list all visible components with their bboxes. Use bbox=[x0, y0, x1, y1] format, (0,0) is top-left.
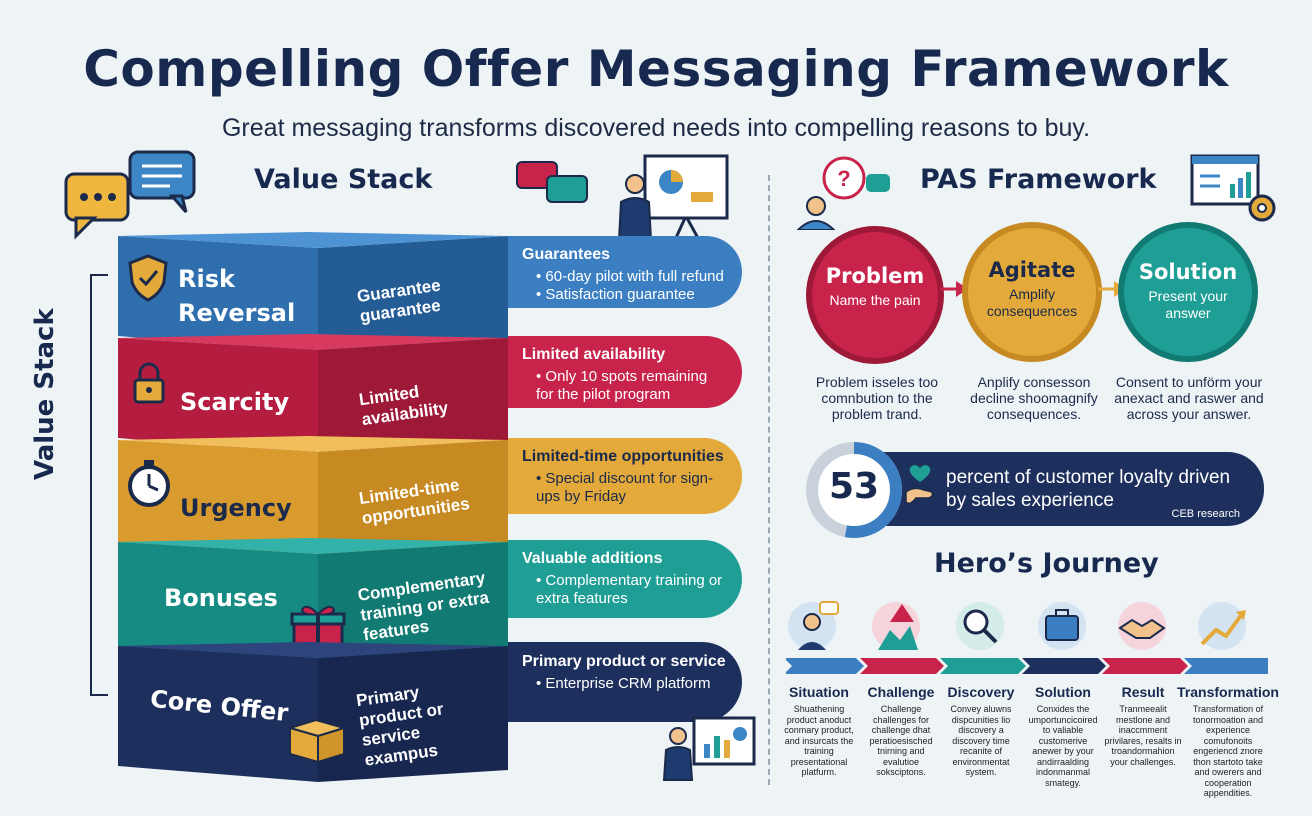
pill-limited-availability: Limited availability Only 10 spots remai… bbox=[508, 336, 742, 408]
box-icon bbox=[286, 718, 348, 764]
pas-solution-circle: Solution Present your answer bbox=[1118, 222, 1258, 362]
hero-stage-text: Transformation of tonormoation and exper… bbox=[1192, 704, 1264, 798]
hero-stage-label: Transformation bbox=[1177, 684, 1279, 700]
pill-primary-product: Primary product or service Enterprise CR… bbox=[508, 642, 742, 722]
hero-stage-label: Discovery bbox=[947, 684, 1015, 700]
pill-bullet: Special discount for sign-ups by Friday bbox=[536, 470, 728, 506]
pill-bullets: Enterprise CRM platform bbox=[522, 675, 728, 693]
pill-bullets: Complementary training or extra features bbox=[522, 572, 728, 608]
pas-step-sub: Amplify consequences bbox=[986, 286, 1078, 319]
pas-problem-desc: Problem isseles too comnbution to the pr… bbox=[815, 374, 939, 422]
layer-shape bbox=[118, 232, 508, 352]
pill-title: Primary product or service bbox=[522, 653, 726, 670]
stat-source: CEB research bbox=[1171, 508, 1240, 520]
pill-bullet: 60-day pilot with full refund bbox=[536, 268, 728, 286]
layer-shape bbox=[118, 436, 508, 560]
pill-bullet: Enterprise CRM platform bbox=[536, 675, 728, 693]
hero-heading: Hero’s Journey bbox=[934, 548, 1159, 579]
hero-stage-label: Situation bbox=[789, 684, 849, 700]
pill-bullets: 60-day pilot with full refund Satisfacti… bbox=[522, 268, 728, 304]
pas-step-title: Solution bbox=[1138, 260, 1238, 284]
analytics-gear-icon bbox=[1190, 154, 1276, 222]
pas-heading: PAS Framework bbox=[920, 164, 1157, 195]
pas-solution-desc: Consent to unförm your anexact and raswe… bbox=[1114, 374, 1264, 422]
pill-bullet: Complementary training or extra features bbox=[536, 572, 728, 608]
pill-bullets: Only 10 spots remaining for the pilot pr… bbox=[522, 368, 728, 404]
column-divider bbox=[768, 175, 770, 785]
hero-stage-text: Conxides the umportuncicoired to valiabl… bbox=[1028, 704, 1098, 788]
layer-front-label: Scarcity bbox=[180, 388, 290, 416]
hero-stage-label: Solution bbox=[1035, 684, 1091, 700]
presenter-icon bbox=[516, 154, 729, 241]
value-layer-urgency: Urgency Limited-time opportunities bbox=[118, 436, 638, 560]
page-title: Compelling Offer Messaging Framework bbox=[83, 40, 1229, 98]
layer-front-label: Urgency bbox=[180, 494, 292, 522]
stat-gauge bbox=[806, 442, 902, 538]
pill-limited-time: Limited-time opportunities Special disco… bbox=[508, 438, 742, 514]
lock-icon bbox=[133, 362, 165, 404]
pill-title: Guarantees bbox=[522, 246, 611, 263]
hero-stage-text: Convey aluwns dispcunities lio discovery… bbox=[950, 704, 1012, 777]
pill-guarantees: Guarantees 60-day pilot with full refund… bbox=[508, 236, 742, 308]
pas-agitate-circle: Agitate Amplify consequences bbox=[962, 222, 1102, 362]
shield-icon bbox=[128, 254, 168, 302]
pill-bullet: Only 10 spots remaining for the pilot pr… bbox=[536, 368, 728, 404]
stat-value: 53 bbox=[828, 466, 880, 507]
value-stack-heading: Value Stack bbox=[254, 164, 433, 195]
pas-step-sub: Present your answer bbox=[1148, 288, 1228, 321]
pill-bullets: Special discount for sign-ups by Friday bbox=[522, 470, 728, 506]
hero-stage-text: Challenge challenges for challenge dhat … bbox=[869, 704, 933, 777]
value-layer-risk-reversal: Risk Reversal Guarantee guarantee bbox=[118, 232, 638, 352]
pill-title: Valuable additions bbox=[522, 550, 663, 567]
layer-shape bbox=[118, 642, 508, 782]
pill-title: Limited-time opportunities bbox=[522, 448, 724, 465]
value-stack-bracket bbox=[90, 274, 108, 696]
layer-front-label: Risk Reversal bbox=[178, 265, 296, 327]
stopwatch-icon bbox=[128, 460, 170, 507]
question-person-icon: ? bbox=[796, 156, 890, 230]
stat-banner bbox=[876, 452, 1264, 526]
layer-front-label: Bonuses bbox=[164, 584, 278, 612]
hero-stage-text: Tranmeealit mestlone and inaccmment priv… bbox=[1104, 704, 1182, 767]
value-layer-core-offer: Core Offer Primary product or service ex… bbox=[118, 642, 638, 782]
value-layer-scarcity: Scarcity Limited availability bbox=[118, 334, 638, 454]
svg-text:?: ? bbox=[837, 166, 850, 191]
chat-bubbles-icon bbox=[64, 150, 196, 240]
pas-step-sub: Name the pain bbox=[829, 292, 921, 308]
presentation-board-icon bbox=[662, 716, 756, 781]
pill-bullet: Satisfaction guarantee bbox=[536, 286, 728, 304]
hand-heart-icon bbox=[905, 465, 934, 505]
hero-stage-label: Challenge bbox=[867, 684, 935, 700]
stat-text: percent of customer loyalty driven by sa… bbox=[946, 467, 1231, 511]
page-subtitle: Great messaging transforms discovered ne… bbox=[221, 114, 1091, 142]
pas-step-title: Agitate bbox=[988, 258, 1076, 282]
layer-shape bbox=[118, 538, 508, 668]
pas-problem-circle: Problem Name the pain bbox=[806, 226, 944, 364]
hero-stage-label: Result bbox=[1121, 684, 1165, 700]
pas-step-title: Problem bbox=[825, 264, 925, 288]
value-stack-side-label: Value Stack bbox=[30, 308, 60, 480]
hero-stage-text: Shuathening product anoduct conmary prod… bbox=[784, 704, 854, 777]
layer-shape bbox=[118, 334, 508, 454]
pill-title: Limited availability bbox=[522, 346, 666, 363]
hero-stage-icons bbox=[786, 601, 1268, 674]
value-layer-bonuses: Bonuses Complementary training or extra … bbox=[118, 538, 638, 668]
pill-valuable-additions: Valuable additions Complementary trainin… bbox=[508, 540, 742, 618]
pas-agitate-desc: Anplify consesson decline shoomagnify co… bbox=[970, 374, 1098, 422]
